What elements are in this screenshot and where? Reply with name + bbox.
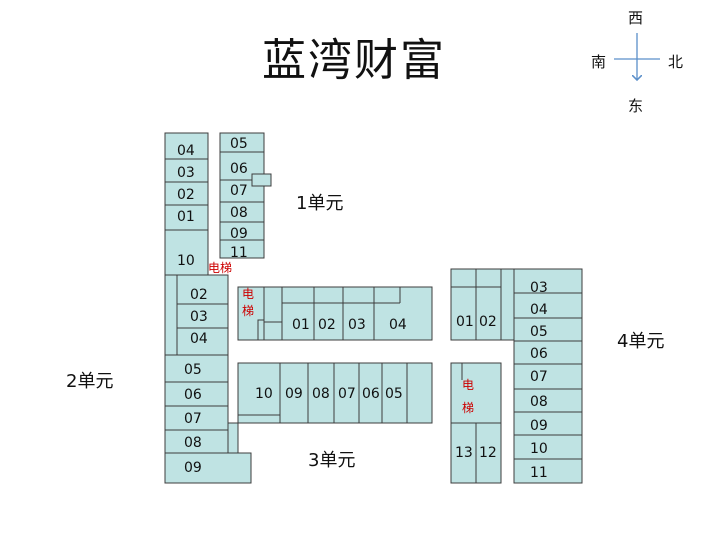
- elevator-label: 电: [242, 287, 254, 301]
- u3-elevator-block: [450, 362, 502, 424]
- compass-west-label: 西: [628, 9, 644, 27]
- unit-3-label: 3单元: [308, 450, 356, 471]
- elevator-label: 电梯: [208, 261, 232, 275]
- unit-1-label: 1单元: [296, 193, 344, 214]
- compass-east-label: 东: [628, 97, 644, 115]
- u2-room-09: [164, 452, 252, 484]
- room-label: 03: [530, 280, 548, 296]
- room-label: 02: [318, 317, 336, 333]
- room-label: 08: [312, 386, 330, 402]
- page-title: 蓝湾财富: [262, 35, 446, 86]
- room-label: 06: [230, 161, 248, 177]
- compass-south-label: 南: [591, 53, 607, 71]
- room-label: 04: [389, 317, 407, 333]
- elevator-label: 梯: [462, 401, 474, 415]
- room-label: 10: [255, 386, 273, 402]
- room-label: 06: [184, 387, 202, 403]
- room-label: 10: [530, 441, 548, 457]
- room-label: 13: [455, 445, 473, 461]
- room-label: 12: [479, 445, 497, 461]
- u3-row: [237, 362, 433, 424]
- room-label: 05: [530, 324, 548, 340]
- room-label: 07: [184, 411, 202, 427]
- room-label: 07: [230, 183, 248, 199]
- room-label: 08: [230, 205, 248, 221]
- room-label: 04: [190, 331, 208, 347]
- room-label: 01: [177, 209, 195, 225]
- u1-row: [263, 286, 433, 341]
- room-label: 06: [530, 346, 548, 362]
- room-label: 11: [230, 245, 248, 261]
- elevator-label: 梯: [242, 304, 254, 318]
- room-label: 08: [530, 394, 548, 410]
- room-label: 03: [190, 309, 208, 325]
- small-box: [251, 173, 272, 187]
- u1-inner: [263, 286, 283, 323]
- room-label: 11: [530, 465, 548, 481]
- room-label: 10: [177, 253, 195, 269]
- u4-mid-connector: [500, 268, 515, 341]
- compass-icon: [614, 33, 660, 80]
- block-col1: [164, 132, 209, 276]
- room-label: 03: [177, 165, 195, 181]
- room-label: 05: [385, 386, 403, 402]
- room-label: 09: [285, 386, 303, 402]
- room-label: 09: [184, 460, 202, 476]
- unit-2-label: 2单元: [66, 371, 114, 392]
- room-label: 01: [292, 317, 310, 333]
- room-label: 07: [338, 386, 356, 402]
- block-col2: [219, 132, 265, 259]
- u2-side: [164, 274, 178, 356]
- block-u4: [513, 268, 583, 484]
- unit-4-label: 4单元: [617, 331, 665, 352]
- room-label: 05: [184, 362, 202, 378]
- room-label: 05: [230, 136, 248, 152]
- room-label: 09: [530, 418, 548, 434]
- elevator-label: 电: [462, 378, 474, 392]
- room-label: 04: [177, 143, 195, 159]
- room-label: 06: [362, 386, 380, 402]
- room-label: 07: [530, 369, 548, 385]
- room-label: 02: [479, 314, 497, 330]
- u2-connector: [227, 422, 239, 454]
- room-label: 09: [230, 226, 248, 242]
- room-label: 02: [177, 187, 195, 203]
- room-label: 01: [456, 314, 474, 330]
- room-label: 02: [190, 287, 208, 303]
- room-label: 08: [184, 435, 202, 451]
- compass-north-label: 北: [668, 53, 684, 71]
- room-label: 04: [530, 302, 548, 318]
- room-label: 03: [348, 317, 366, 333]
